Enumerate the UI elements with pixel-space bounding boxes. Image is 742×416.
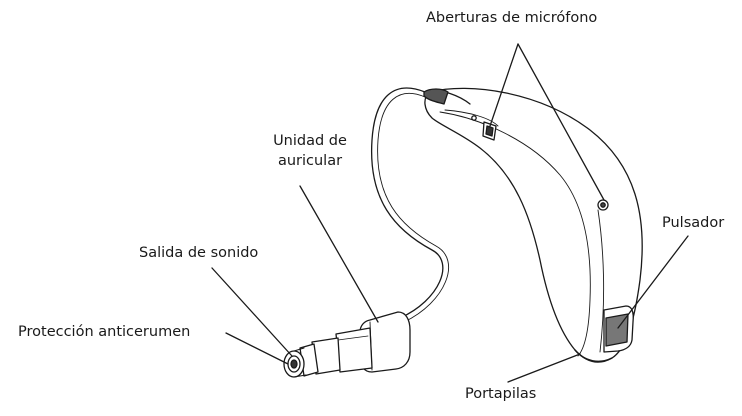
leader-mic-1: [489, 43, 519, 127]
mic-opening-front: [471, 115, 477, 121]
leader-proteccion: [225, 332, 289, 365]
label-earpiece-unit: Unidad de auricular: [260, 131, 360, 171]
label-battery-holder: Portapilas: [465, 386, 537, 402]
receiver-wire: [370, 87, 444, 319]
leader-mic-2: [517, 43, 605, 201]
label-microphone-openings: Aberturas de micrófono: [426, 10, 598, 26]
leader-pulsador: [617, 235, 689, 329]
leader-salida: [211, 267, 293, 357]
label-sound-outlet: Salida de sonido: [139, 245, 259, 261]
label-wax-guard: Protección anticerumen: [18, 324, 191, 340]
label-earpiece-unit-line1: Unidad de: [273, 133, 347, 149]
label-earpiece-unit-line2: auricular: [277, 153, 343, 169]
battery-holder: [574, 349, 613, 362]
leader-unit: [299, 185, 379, 323]
leader-portapilas: [507, 353, 581, 383]
label-push-button: Pulsador: [662, 215, 725, 231]
earpiece-unit: [299, 311, 411, 377]
